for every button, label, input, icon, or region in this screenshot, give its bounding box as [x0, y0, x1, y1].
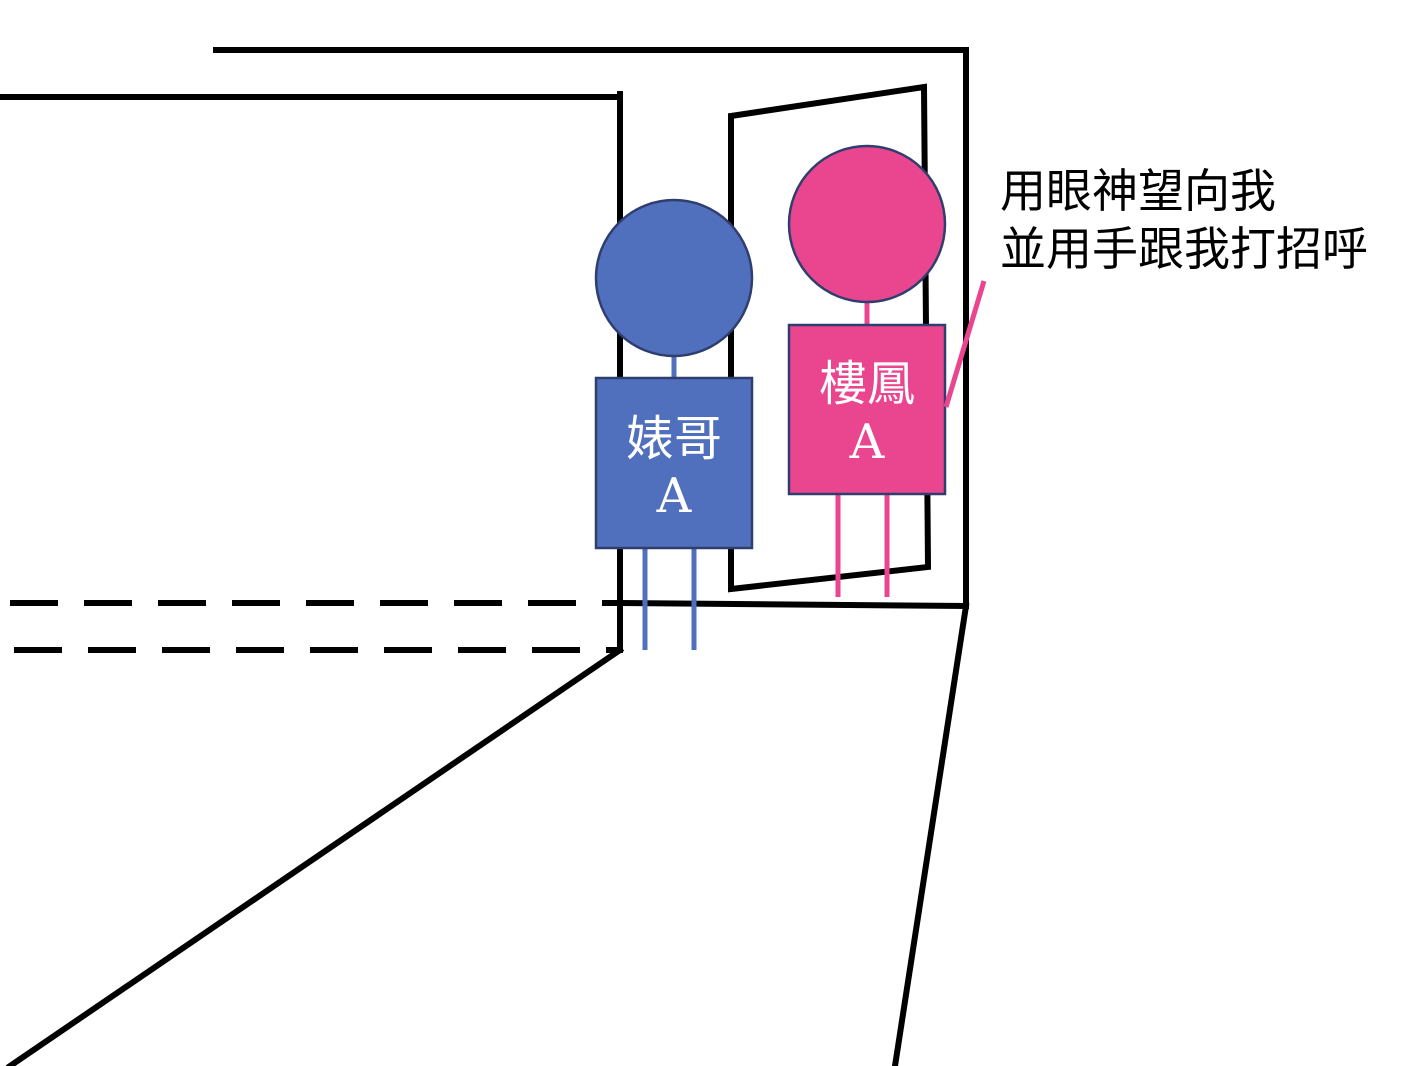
room-lines: [0, 47, 970, 1066]
blue-head: [594, 198, 754, 358]
blue-label-line1: 婊哥: [626, 411, 722, 467]
caption: 用眼神望向我 並用手跟我打招呼: [1000, 164, 1368, 276]
caption-line1: 用眼神望向我: [1000, 164, 1276, 218]
blue-body: [594, 376, 754, 550]
dashed-floor-lines: [10, 600, 620, 653]
blue-label-line2: A: [656, 468, 693, 524]
blue-figure: 婊哥 A: [594, 198, 754, 650]
pink-label-line1: 樓鳳: [819, 356, 915, 412]
pink-label-line2: A: [849, 414, 886, 470]
floor-perspective-right: [891, 602, 970, 1066]
pink-head: [787, 144, 947, 304]
caption-line2: 並用手跟我打招呼: [1000, 222, 1368, 276]
callout-line: [943, 280, 987, 408]
pink-body: [787, 323, 947, 496]
floor-back-line: [616, 599, 970, 610]
floor-perspective-left: [5, 645, 625, 1066]
pink-figure: 樓鳳 A: [787, 144, 947, 597]
